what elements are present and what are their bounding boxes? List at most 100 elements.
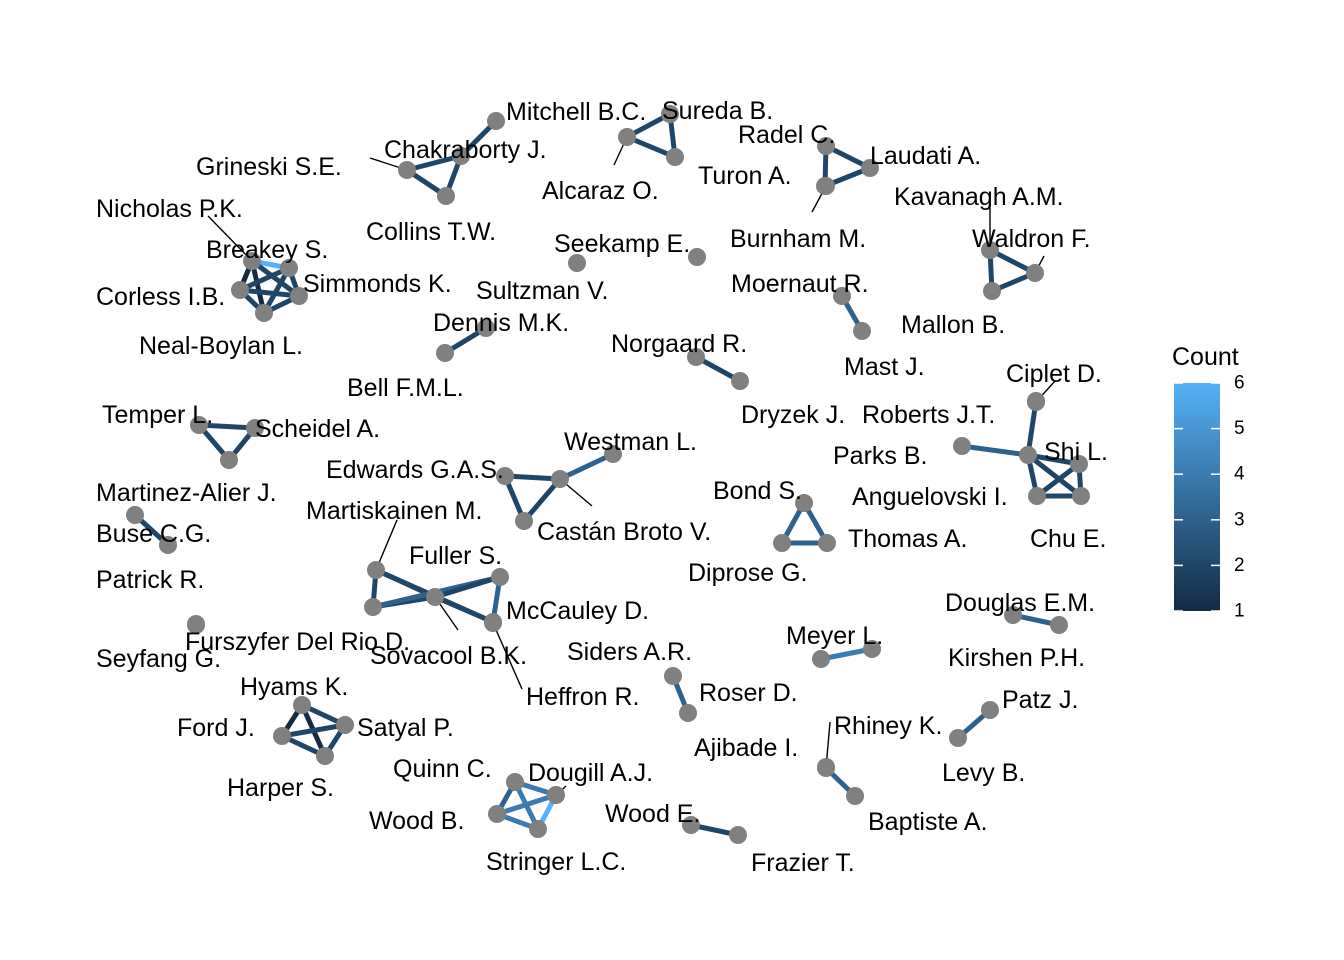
node-laudati[interactable] — [861, 159, 879, 177]
legend-tick-label: 3 — [1234, 509, 1245, 530]
node-label-grineski: Grineski S.E. — [196, 153, 342, 181]
node-shi2[interactable] — [1070, 455, 1088, 473]
node-chakraborty[interactable] — [452, 147, 470, 165]
node-label-frazier: Frazier T. — [751, 849, 855, 877]
node-douglas[interactable] — [1004, 606, 1022, 624]
node-waldron[interactable] — [1026, 264, 1044, 282]
node-sultzman[interactable] — [568, 254, 586, 272]
node-patrick[interactable] — [159, 536, 177, 554]
node-woodb[interactable] — [488, 805, 506, 823]
node-label-sureda: Sureda B. — [662, 97, 773, 125]
node-dennis[interactable] — [477, 319, 495, 337]
node-westman[interactable] — [604, 445, 622, 463]
node-shi[interactable] — [1019, 446, 1037, 464]
node-label-woodb: Wood B. — [369, 807, 464, 835]
node-levy[interactable] — [949, 729, 967, 747]
node-label-breakey: Breakey S. — [206, 236, 328, 264]
node-label-edwards: Edwards G.A.S. — [326, 456, 504, 484]
node-label-temper: Temper L. — [102, 401, 213, 429]
node-label-heffron: Heffron R. — [526, 683, 639, 711]
node-meyer2[interactable] — [812, 650, 830, 668]
node-label-burnham: Burnham M. — [730, 225, 866, 253]
node-simmonds[interactable] — [290, 287, 308, 305]
node-collins[interactable] — [437, 187, 455, 205]
node-martiskainen[interactable] — [367, 561, 385, 579]
node-mallon[interactable] — [983, 282, 1001, 300]
node-nealboylan[interactable] — [255, 304, 273, 322]
node-siders[interactable] — [664, 667, 682, 685]
node-rhiney[interactable] — [817, 759, 835, 777]
legend-tick-label: 6 — [1234, 373, 1245, 394]
node-hyams[interactable] — [293, 696, 311, 714]
edge-simmonds-corless — [237, 287, 302, 299]
node-edw3[interactable] — [515, 512, 533, 530]
node-temper[interactable] — [190, 416, 208, 434]
node-moernaut[interactable] — [833, 287, 851, 305]
node-frazier[interactable] — [729, 826, 747, 844]
node-alcaraz[interactable] — [618, 128, 636, 146]
node-fuller[interactable] — [491, 568, 509, 586]
node-kirshen[interactable] — [1050, 616, 1068, 634]
node-radel[interactable] — [817, 137, 835, 155]
node-mitchell[interactable] — [487, 112, 505, 130]
node-corless[interactable] — [231, 281, 249, 299]
node-label-norgaard: Norgaard R. — [611, 330, 747, 358]
node-meyer[interactable] — [863, 640, 881, 658]
node-heffron[interactable] — [484, 614, 502, 632]
node-dougill[interactable] — [547, 786, 565, 804]
node-bond[interactable] — [795, 494, 813, 512]
node-label-nicholas: Nicholas P.K. — [96, 195, 243, 223]
node-scheidel[interactable] — [246, 419, 264, 437]
node-baptiste[interactable] — [846, 787, 864, 805]
node-mart2[interactable] — [364, 598, 382, 616]
node-ford[interactable] — [273, 727, 291, 745]
node-sovacool[interactable] — [426, 588, 444, 606]
node-norgaard[interactable] — [687, 348, 705, 366]
node-burnham[interactable] — [817, 177, 835, 195]
node-grineski[interactable] — [398, 161, 416, 179]
node-martinezalier[interactable] — [220, 451, 238, 469]
node-label-quinn: Quinn C. — [393, 755, 492, 783]
node-label-castan: Castán Broto V. — [537, 518, 711, 546]
legend-colorbar — [1174, 383, 1220, 611]
node-chu[interactable] — [1072, 487, 1090, 505]
node-roser[interactable] — [679, 704, 697, 722]
node-kavanagh[interactable] — [981, 241, 999, 259]
node-woode[interactable] — [682, 816, 700, 834]
node-roberts[interactable] — [1027, 393, 1045, 411]
node-label-buse: Buse C.G. — [96, 520, 211, 548]
node-harper[interactable] — [316, 747, 334, 765]
node-sureda2[interactable] — [666, 148, 684, 166]
node-bell[interactable] — [436, 344, 454, 362]
node-buse[interactable] — [126, 506, 144, 524]
node-patz[interactable] — [981, 701, 999, 719]
node-nicholas[interactable] — [243, 252, 261, 270]
node-satyal[interactable] — [336, 716, 354, 734]
node-thomas[interactable] — [818, 534, 836, 552]
node-label-seekamp: Seekamp E. — [554, 230, 690, 258]
node-label-woode: Wood E. — [605, 800, 700, 828]
node-parks[interactable] — [953, 437, 971, 455]
edge-sovacool-mccauley — [432, 594, 496, 625]
node-label-harper: Harper S. — [227, 774, 334, 802]
node-anguelovski[interactable] — [1028, 487, 1046, 505]
node-breakey[interactable] — [280, 259, 298, 277]
node-sureda[interactable] — [661, 105, 679, 123]
node-label-baptiste: Baptiste A. — [868, 808, 988, 836]
node-label-sultzman: Sultzman V. — [476, 277, 608, 305]
node-seekamp[interactable] — [688, 248, 706, 266]
node-quinn[interactable] — [506, 773, 524, 791]
node-label-martinezalier: Martinez-Alier J. — [96, 479, 277, 507]
node-label-kavanagh: Kavanagh A.M. — [894, 183, 1064, 211]
edge-castan-edw3 — [521, 476, 563, 524]
legend-tick-label: 5 — [1234, 418, 1245, 439]
node-stringer[interactable] — [529, 820, 547, 838]
node-dryzek[interactable] — [731, 372, 749, 390]
node-diprose[interactable] — [773, 534, 791, 552]
node-edwards[interactable] — [496, 467, 514, 485]
node-seyfang[interactable] — [187, 616, 205, 634]
node-mast[interactable] — [853, 322, 871, 340]
node-castan[interactable] — [551, 470, 569, 488]
node-label-bell: Bell F.M.L. — [347, 374, 464, 402]
